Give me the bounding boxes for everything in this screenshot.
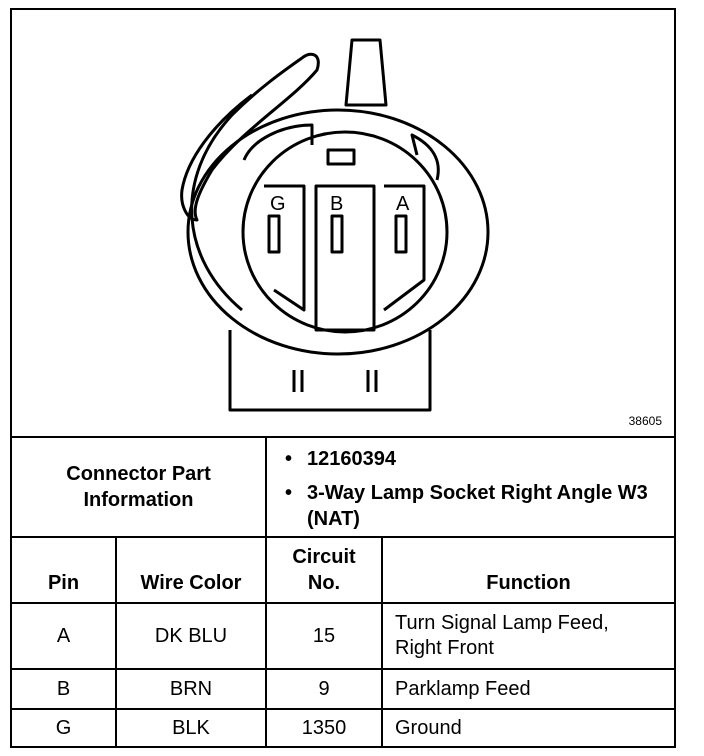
wire-color-cell: BRN: [115, 668, 267, 710]
lower-housing: [228, 330, 432, 412]
connector-diagram: G B A 38605: [12, 10, 674, 438]
connector-drawing: G B A: [180, 38, 490, 412]
pin-label-g: G: [270, 193, 286, 215]
function-cell: Turn Signal Lamp Feed, Right Front: [381, 602, 674, 670]
part-number: 12160394: [285, 446, 674, 472]
connector-info-row: Connector Part Information 12160394 3-Wa…: [12, 438, 674, 538]
table-row: G BLK 1350 Ground: [12, 708, 674, 746]
pin-slot-b: [330, 214, 344, 254]
cavity-g: [264, 184, 306, 312]
col-circuit: Circuit No.: [265, 536, 383, 604]
latch-arm: [180, 52, 320, 312]
top-tab: [344, 38, 388, 107]
pin-label-a: A: [396, 193, 410, 215]
socket-body: [186, 108, 490, 356]
circuit-cell: 1350: [265, 708, 383, 746]
table-row: B BRN 9 Parklamp Feed: [12, 668, 674, 710]
column-header-row: Pin Wire Color Circuit No. Function: [12, 536, 674, 604]
connector-table: Connector Part Information 12160394 3-Wa…: [12, 438, 674, 746]
pin-cell: A: [12, 602, 117, 670]
pin-cell: G: [12, 708, 117, 746]
circuit-cell: 15: [265, 602, 383, 670]
table-row: A DK BLU 15 Turn Signal Lamp Feed, Right…: [12, 602, 674, 670]
wire-color-cell: BLK: [115, 708, 267, 746]
cavity-b: [314, 184, 376, 332]
wire-color-cell: DK BLU: [115, 602, 267, 670]
col-wire-color: Wire Color: [115, 536, 267, 604]
pin-slot-a: [394, 214, 408, 254]
col-pin: Pin: [12, 536, 117, 604]
connector-info-items: 12160394 3-Way Lamp Socket Right Angle W…: [265, 438, 674, 538]
connector-info-label: Connector Part Information: [12, 438, 267, 538]
pin-label-b: B: [330, 193, 343, 215]
connector-sheet: G B A 38605 Connector Part Information 1…: [10, 8, 676, 748]
pin-cell: B: [12, 668, 117, 710]
figure-number: 38605: [628, 414, 662, 428]
key-notch: [326, 148, 356, 166]
socket-inner-ring: [241, 130, 449, 334]
circuit-cell: 9: [265, 668, 383, 710]
function-cell: Ground: [381, 708, 674, 746]
pin-slot-g: [267, 214, 281, 254]
col-function: Function: [381, 536, 674, 604]
cavity-a: [383, 184, 426, 312]
function-cell: Parklamp Feed: [381, 668, 674, 710]
part-description: 3-Way Lamp Socket Right Angle W3 (NAT): [285, 480, 674, 532]
